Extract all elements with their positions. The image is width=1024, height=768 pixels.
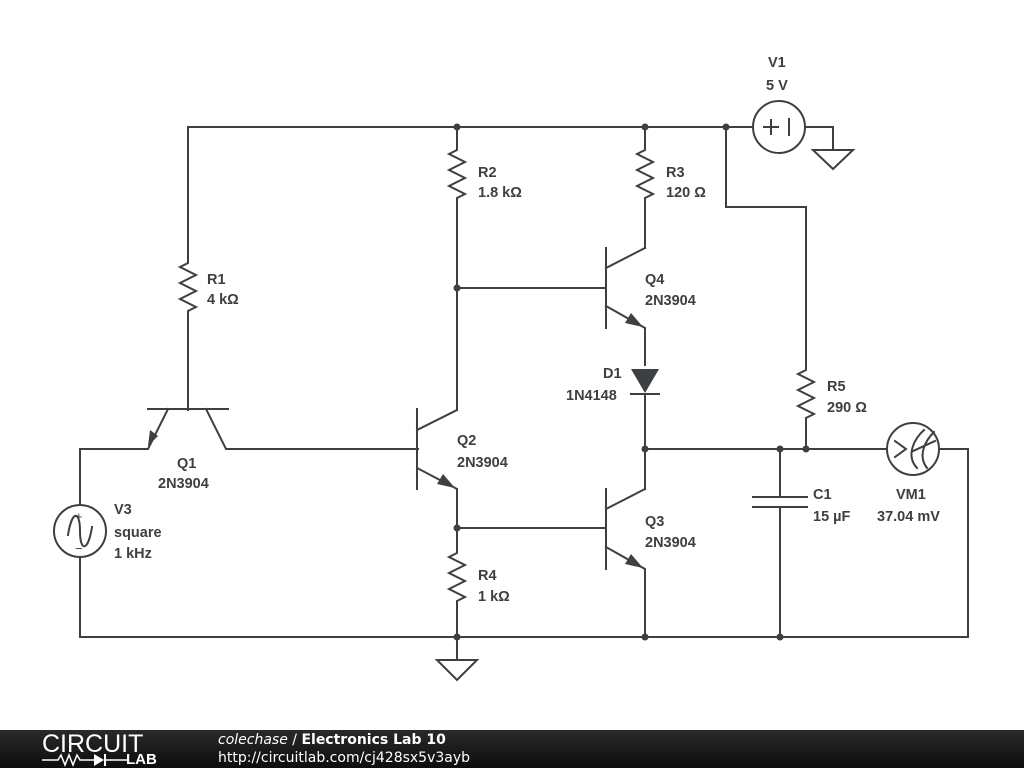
q2-name: Q2 bbox=[457, 433, 476, 449]
circuit-title-line: colechase / Electronics Lab 10 bbox=[218, 731, 470, 749]
transistor-q2[interactable]: Q2 2N3904 bbox=[415, 408, 508, 529]
r1-value: 4 kΩ bbox=[207, 292, 239, 308]
footer-info: colechase / Electronics Lab 10 http://ci… bbox=[218, 731, 470, 767]
circuit-url[interactable]: http://circuitlab.com/cj428sx5v3ayb bbox=[218, 750, 471, 766]
v3-frequency: 1 kHz bbox=[114, 546, 152, 562]
voltmeter-vm1[interactable]: VM1 37.04 mV bbox=[877, 422, 969, 638]
circuitlab-logo[interactable]: CIRCUIT LAB bbox=[40, 730, 180, 768]
source-v1[interactable]: V1 5 V bbox=[752, 55, 834, 154]
source-v3[interactable]: + − V3 square 1 kHz bbox=[53, 448, 162, 638]
q2-emitter-arrow bbox=[437, 474, 455, 488]
resistor-r5[interactable]: R5 290 Ω bbox=[795, 365, 867, 450]
ground-symbol-top bbox=[810, 149, 856, 171]
voltmeter-arrow-icon bbox=[893, 439, 908, 459]
q3-emitter-arrow bbox=[625, 554, 643, 568]
vm1-name: VM1 bbox=[896, 487, 926, 503]
r4-value: 1 kΩ bbox=[478, 589, 510, 605]
sine-wave-icon bbox=[66, 514, 94, 548]
q4-emitter-arrow bbox=[625, 313, 643, 327]
wire-r5-supply bbox=[725, 126, 807, 367]
footer-bar: CIRCUIT LAB colechase / Electronics Lab … bbox=[0, 730, 1024, 768]
wire-top-rail bbox=[187, 126, 753, 259]
q1-value: 2N3904 bbox=[158, 476, 209, 492]
capacitor-c1[interactable]: C1 15 µF bbox=[752, 448, 851, 638]
transistor-q3[interactable]: Q3 2N3904 bbox=[604, 487, 696, 638]
q1-emitter-arrow bbox=[148, 430, 158, 446]
q1-name: Q1 bbox=[177, 456, 196, 472]
r4-name: R4 bbox=[478, 568, 497, 584]
circuit-schematic: R1 4 kΩ Q1 2N3904 + − V3 square 1 kHz R2… bbox=[53, 55, 969, 682]
r2-name: R2 bbox=[478, 165, 497, 181]
r2-value: 1.8 kΩ bbox=[478, 185, 522, 201]
c1-value: 15 µF bbox=[813, 509, 851, 525]
resistor-r2[interactable]: R2 1.8 kΩ bbox=[446, 126, 522, 411]
resistor-diode-logo-icon bbox=[42, 753, 128, 767]
q2-value: 2N3904 bbox=[457, 455, 508, 471]
logo-text-circuit: CIRCUIT bbox=[42, 730, 144, 758]
diode-d1[interactable]: D1 1N4148 bbox=[566, 366, 660, 490]
title-separator: / bbox=[287, 732, 302, 748]
transistor-q1[interactable]: Q1 2N3904 bbox=[79, 407, 419, 492]
q3-value: 2N3904 bbox=[645, 535, 696, 551]
transistor-q4[interactable]: Q4 2N3904 bbox=[604, 246, 696, 366]
v1-name: V1 bbox=[768, 55, 786, 71]
v3-plus-sign: + bbox=[75, 509, 83, 524]
q4-value: 2N3904 bbox=[645, 293, 696, 309]
r3-value: 120 Ω bbox=[666, 185, 706, 201]
r5-value: 290 Ω bbox=[827, 400, 867, 416]
d1-name: D1 bbox=[603, 366, 622, 382]
voltmeter-scale-icon bbox=[910, 428, 926, 470]
circuit-title[interactable]: Electronics Lab 10 bbox=[301, 732, 446, 748]
vm1-reading: 37.04 mV bbox=[877, 509, 940, 525]
logo-text-lab: LAB bbox=[126, 751, 157, 768]
q3-name: Q3 bbox=[645, 514, 664, 530]
author-link[interactable]: colechase bbox=[218, 732, 288, 748]
r5-name: R5 bbox=[827, 379, 846, 395]
resistor-r4[interactable]: R4 1 kΩ bbox=[446, 527, 510, 638]
v3-minus-sign: − bbox=[75, 541, 83, 556]
q4-name: Q4 bbox=[645, 272, 664, 288]
resistor-r1[interactable]: R1 4 kΩ bbox=[177, 257, 239, 411]
junction-dots bbox=[453, 123, 810, 641]
v1-value: 5 V bbox=[766, 78, 788, 94]
r3-name: R3 bbox=[666, 165, 685, 181]
resistor-r3[interactable]: R3 120 Ω bbox=[634, 126, 706, 249]
d1-value: 1N4148 bbox=[566, 388, 617, 404]
ground-symbol-bottom bbox=[434, 636, 480, 682]
v3-name: V3 bbox=[114, 502, 132, 518]
v3-waveform: square bbox=[114, 525, 162, 541]
r1-name: R1 bbox=[207, 272, 226, 288]
c1-name: C1 bbox=[813, 487, 832, 503]
